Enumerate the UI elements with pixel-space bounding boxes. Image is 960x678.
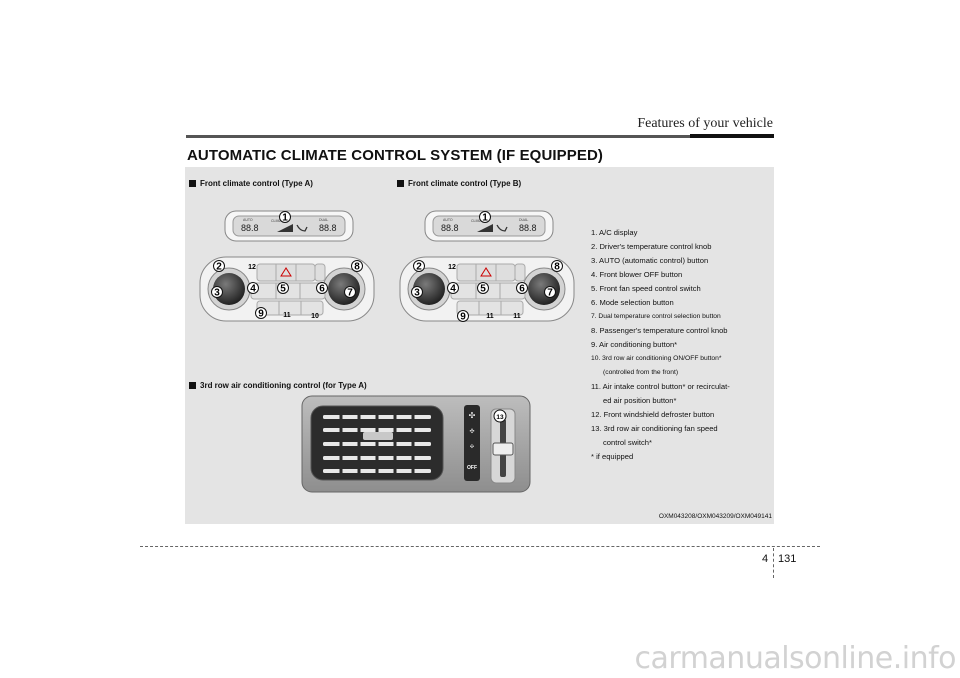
- legend-item: * if equipped: [591, 452, 634, 461]
- svg-text:DUAL: DUAL: [519, 218, 528, 222]
- section-title: AUTOMATIC CLIMATE CONTROL SYSTEM (IF EQU…: [187, 147, 603, 164]
- svg-text:7: 7: [347, 288, 353, 299]
- svg-text:12: 12: [448, 264, 456, 271]
- passenger-temp-knob: [328, 273, 360, 305]
- off-label: OFF: [467, 465, 477, 471]
- ac-display: 88.8 88.8 AUTO CLIMATE DUAL: [224, 210, 354, 242]
- svg-text:12: 12: [248, 264, 256, 271]
- legend-item: 3. AUTO (automatic control) button: [591, 256, 709, 265]
- legend-item: 10. 3rd row air conditioning ON/OFF butt…: [591, 355, 722, 362]
- svg-text:88.8: 88.8: [519, 223, 537, 233]
- passenger-temp-knob: [528, 273, 560, 305]
- legend-item: 5. Front fan speed control switch: [591, 284, 701, 293]
- svg-text:10: 10: [311, 313, 319, 320]
- svg-text:6: 6: [319, 284, 325, 295]
- legend-item: 9. Air conditioning button*: [591, 340, 678, 349]
- svg-text:88.8: 88.8: [441, 223, 459, 233]
- watermark: carmanualsonline.info: [634, 641, 957, 676]
- legend-item-continuation: (controlled from the front): [603, 369, 679, 376]
- fan-speed-slider-thumb: [492, 442, 514, 456]
- svg-text:CLIMATE: CLIMATE: [471, 219, 487, 223]
- svg-text:9: 9: [258, 309, 264, 320]
- svg-text:DUAL: DUAL: [319, 218, 328, 222]
- rear-vent-illustration: ✣ ✣ ✣ OFF 13: [301, 395, 531, 493]
- svg-text:88.8: 88.8: [319, 223, 337, 233]
- legend-item: 11. Air intake control button* or recirc…: [591, 382, 730, 391]
- header-rule: [186, 135, 774, 138]
- svg-text:1: 1: [482, 213, 488, 224]
- bullet-square-icon: [189, 381, 196, 389]
- legend-list: 1. A/C display 2. Driver's temperature c…: [591, 226, 730, 464]
- svg-text:3: 3: [214, 288, 220, 299]
- legend-item: 8. Passenger's temperature control knob: [591, 326, 728, 335]
- svg-text:CLIMATE: CLIMATE: [271, 219, 287, 223]
- legend-item: 12. Front windshield defroster button: [591, 410, 715, 419]
- footer-rule: [140, 546, 820, 547]
- header-rule-accent: [690, 134, 774, 138]
- type-b-control-illustration: 88.8 88.8 AUTO CLIMATE DUAL: [399, 210, 575, 323]
- svg-text:88.8: 88.8: [241, 223, 259, 233]
- bullet-square-icon: [397, 179, 404, 187]
- svg-text:8: 8: [354, 262, 360, 273]
- svg-text:AUTO: AUTO: [443, 218, 453, 222]
- legend-item: 13. 3rd row air conditioning fan speed: [591, 424, 718, 433]
- svg-text:11: 11: [283, 312, 291, 319]
- type-a-caption: Front climate control (Type A): [189, 179, 313, 188]
- ac-display: 88.8 88.8 AUTO CLIMATE DUAL: [424, 210, 554, 242]
- rear-caption: 3rd row air conditioning control (for Ty…: [189, 381, 367, 390]
- fan-medium-icon: ✣: [469, 428, 474, 435]
- fan-low-icon: ✣: [470, 444, 474, 450]
- svg-text:2: 2: [216, 262, 222, 273]
- svg-text:13: 13: [496, 414, 504, 421]
- svg-text:1: 1: [282, 213, 288, 224]
- callouts-type-b: 1 2 3 4 5 6 7 8 9 11 11 12: [411, 211, 563, 323]
- svg-text:4: 4: [450, 284, 456, 295]
- svg-text:9: 9: [460, 312, 466, 323]
- type-a-control-illustration: 88.8 88.8 AUTO CLIMATE DUAL: [199, 210, 375, 322]
- svg-text:5: 5: [280, 284, 286, 295]
- header-title: Features of your vehicle: [637, 116, 773, 131]
- legend-item: 2. Driver's temperature control knob: [591, 242, 712, 251]
- svg-text:7: 7: [547, 288, 553, 299]
- legend-item-continuation: control switch*: [603, 438, 652, 447]
- figure-panel: Front climate control (Type A) Front cli…: [185, 167, 774, 524]
- svg-text:AUTO: AUTO: [243, 218, 253, 222]
- chapter-number: 4: [762, 553, 769, 565]
- svg-text:2: 2: [416, 262, 422, 273]
- legend-item: 6. Mode selection button: [591, 298, 674, 307]
- svg-text:11: 11: [486, 313, 494, 320]
- page-number: 131: [778, 553, 797, 565]
- legend-item: 4. Front blower OFF button: [591, 270, 683, 279]
- svg-text:4: 4: [250, 284, 256, 295]
- callouts-type-a: 1 2 3 4 5 6 7 8 9 11 10 12: [211, 211, 363, 320]
- page-divider: [773, 548, 774, 578]
- svg-text:6: 6: [519, 284, 525, 295]
- legend-item: 1. A/C display: [591, 228, 638, 237]
- figure-reference: OXM043208/OXM043209/OXM049141: [658, 513, 772, 520]
- type-b-caption: Front climate control (Type B): [397, 179, 521, 188]
- fan-high-icon: ✣: [469, 411, 476, 420]
- legend-item: 7. Dual temperature control selection bu…: [591, 313, 721, 320]
- driver-temp-knob: [413, 273, 445, 305]
- legend-item-continuation: ed air position button*: [603, 396, 677, 405]
- svg-text:8: 8: [554, 262, 560, 273]
- bullet-square-icon: [189, 179, 196, 187]
- svg-text:3: 3: [414, 288, 420, 299]
- driver-temp-knob: [213, 273, 245, 305]
- svg-text:11: 11: [513, 313, 521, 320]
- svg-text:5: 5: [480, 284, 486, 295]
